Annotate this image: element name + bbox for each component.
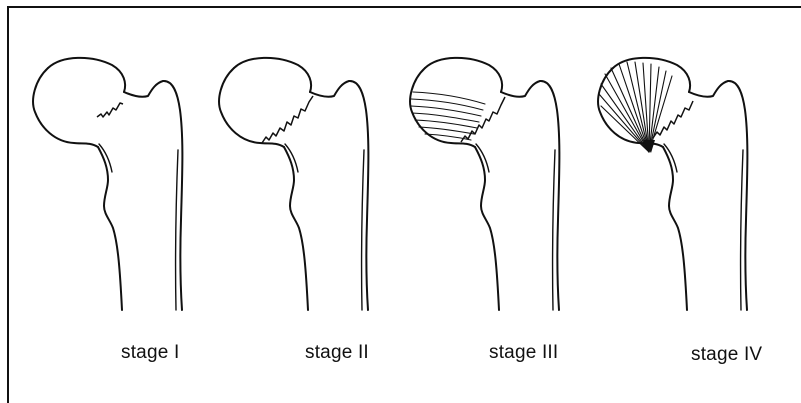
stage-1-label: stage I [121,342,179,364]
stage-1-femur [33,58,182,310]
stage-3-label: stage III [489,342,558,364]
stage-4-femur [598,58,747,310]
stage-2-femur [219,58,368,310]
stage-4-label: stage IV [691,344,762,366]
stage-2-label: stage II [305,342,369,364]
stage-3-femur [410,58,559,310]
stage-4-radiating-lines [599,62,672,152]
